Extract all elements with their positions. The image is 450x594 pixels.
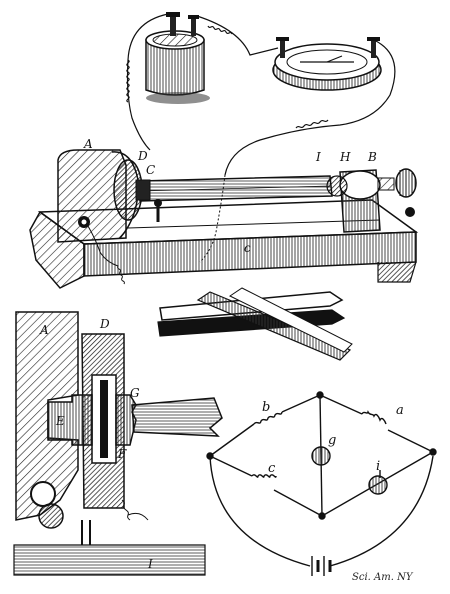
label-F-piece: F bbox=[117, 447, 127, 461]
circuit-labels: a b c g i bbox=[262, 400, 404, 476]
label-i-component: i bbox=[376, 459, 380, 474]
detail-labels: A D G E F I bbox=[39, 317, 153, 571]
coil-a bbox=[361, 410, 387, 425]
coil-b bbox=[253, 411, 283, 425]
label-G-piece: G bbox=[130, 386, 140, 400]
bridge-circuit-schematic bbox=[206, 391, 437, 576]
label-c-coil: c bbox=[268, 461, 276, 476]
label-a-coil: a bbox=[396, 403, 404, 418]
label-A-pillar: A bbox=[83, 137, 93, 151]
bridge-apparatus bbox=[29, 149, 419, 289]
label-A-wall: A bbox=[39, 323, 49, 337]
label-E-piece: E bbox=[55, 414, 65, 428]
label-D-clamp: D bbox=[137, 149, 148, 163]
label-H-holder: H bbox=[339, 150, 351, 164]
apparatus-labels: A D C I H B c bbox=[83, 137, 377, 255]
label-I-holder: I bbox=[315, 150, 321, 164]
label-D-block: D bbox=[99, 317, 110, 331]
coil-c bbox=[251, 474, 277, 478]
label-C-clamp: C bbox=[146, 163, 155, 177]
label-B-support: B bbox=[367, 150, 377, 164]
rod-samples bbox=[157, 287, 353, 361]
label-I-plate: I bbox=[147, 557, 153, 571]
engraver-signature: Sci. Am. NY bbox=[352, 572, 414, 583]
label-b-coil: b bbox=[262, 400, 270, 415]
galvanometer bbox=[272, 37, 382, 91]
connecting-wires bbox=[126, 13, 396, 176]
label-g-galvanometer: g bbox=[328, 433, 336, 448]
label-c-base: c bbox=[244, 241, 251, 255]
battery-cell bbox=[145, 12, 210, 104]
section-detail bbox=[13, 311, 223, 576]
